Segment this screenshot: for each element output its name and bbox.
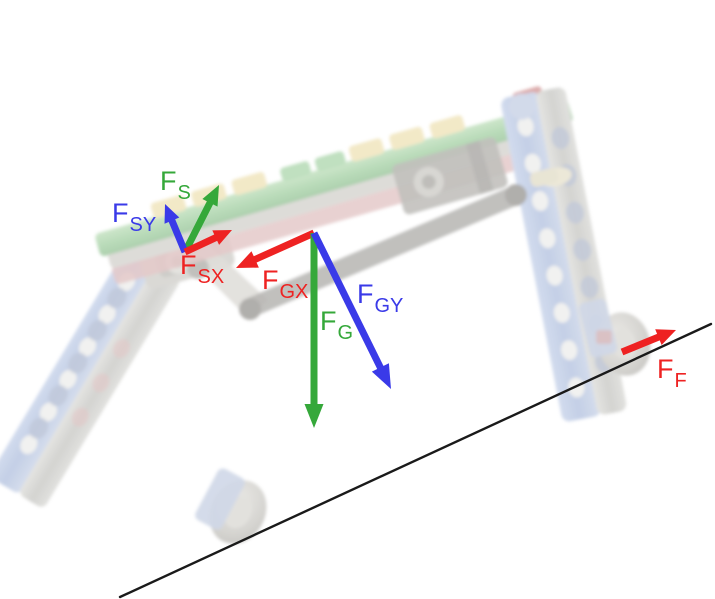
friction-force-label-subscript: F bbox=[675, 370, 687, 392]
gravity-force-resultant-label-symbol: F bbox=[320, 306, 337, 336]
inclined-plane-ground-line bbox=[118, 322, 713, 599]
gravity-force-y-component-arrowhead bbox=[371, 363, 391, 389]
support-force-y-component-label-subscript: SY bbox=[130, 214, 157, 236]
gravity-force-x-component-arrow bbox=[236, 229, 316, 268]
gravity-force-y-component-label: FGY bbox=[357, 279, 403, 317]
support-force-resultant-label: FS bbox=[160, 166, 191, 204]
support-force-x-component-shaft bbox=[183, 233, 219, 256]
support-force-y-component-shaft bbox=[167, 217, 189, 254]
support-force-x-component-arrow bbox=[183, 230, 232, 256]
support-force-resultant-arrow bbox=[181, 185, 219, 254]
support-force-resultant-shaft bbox=[181, 199, 214, 254]
gravity-force-resultant-label: FG bbox=[320, 306, 353, 344]
support-force-resultant-label-symbol: F bbox=[160, 166, 177, 196]
friction-force-shaft bbox=[620, 333, 662, 356]
support-force-y-component-arrowhead bbox=[164, 204, 180, 224]
gravity-force-y-component-arrow bbox=[310, 231, 391, 389]
support-force-y-component-label: FSY bbox=[112, 198, 156, 236]
gravity-force-y-component-label-subscript: GY bbox=[375, 295, 404, 317]
gravity-force-resultant-label-subscript: G bbox=[338, 322, 354, 344]
support-force-resultant-label-subscript: S bbox=[178, 182, 191, 204]
support-force-x-component-arrowhead bbox=[212, 230, 232, 245]
gravity-force-x-component-arrowhead bbox=[236, 251, 259, 268]
support-force-resultant-arrowhead bbox=[202, 185, 219, 207]
gravity-force-x-component-label: FGX bbox=[262, 265, 308, 303]
gravity-force-y-component-label-symbol: F bbox=[357, 279, 374, 309]
support-force-x-component-label: FSX bbox=[180, 250, 224, 288]
friction-force-label: FF bbox=[657, 354, 687, 392]
gravity-force-x-component-label-symbol: F bbox=[262, 265, 279, 295]
gravity-force-y-component-shaft bbox=[310, 231, 385, 371]
support-force-x-component-label-subscript: SX bbox=[198, 266, 225, 288]
friction-force-arrow bbox=[620, 329, 676, 356]
support-force-x-component-label-symbol: F bbox=[180, 250, 197, 280]
gravity-force-resultant-arrowhead bbox=[304, 404, 324, 428]
support-force-y-component-arrow bbox=[164, 204, 189, 254]
friction-force-arrowhead bbox=[655, 329, 676, 346]
gravity-force-x-component-label-subscript: GX bbox=[280, 281, 309, 303]
gravity-force-x-component-shaft bbox=[251, 229, 316, 264]
friction-force-label-symbol: F bbox=[657, 354, 674, 384]
gravity-force-resultant-arrow bbox=[304, 233, 324, 428]
support-force-y-component-label-symbol: F bbox=[112, 198, 129, 228]
